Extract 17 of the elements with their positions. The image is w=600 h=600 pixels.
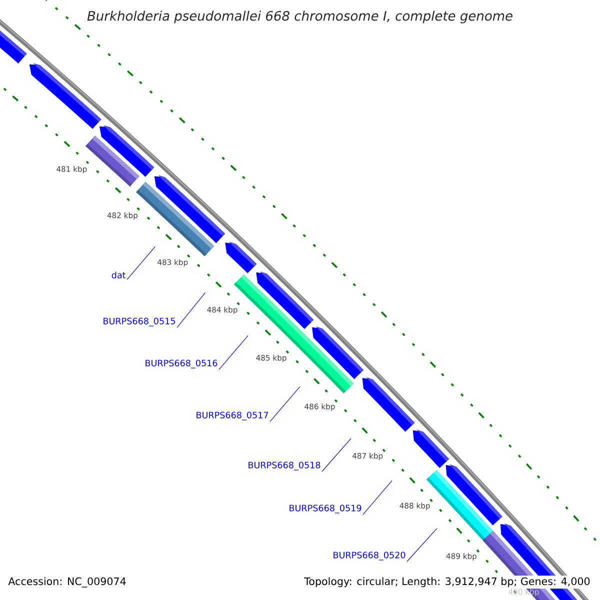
leader-line xyxy=(218,335,248,370)
leader-line xyxy=(406,528,438,562)
gene-label: BURPS668_0516 xyxy=(146,360,218,368)
accession-text: Accession: NC_009074 xyxy=(8,577,126,588)
gene-label: BURPS668_0515 xyxy=(104,318,176,326)
gene-label: dat xyxy=(112,272,126,278)
leader-line xyxy=(362,480,392,515)
gene-label: BURPS668_0520 xyxy=(334,552,406,560)
genome-info-text: Topology: circular; Length: 3,912,947 bp; Genes: 4,000 xyxy=(302,576,592,589)
gene-label: BURPS668_0519 xyxy=(290,504,362,514)
leader-line xyxy=(176,292,206,328)
leader-line xyxy=(270,386,300,422)
title: Burkholderia pseudomallei 668 chromosome I, complete genome xyxy=(87,10,512,24)
gene-label: BURPS668_0518 xyxy=(248,462,320,470)
leader-line xyxy=(322,438,352,472)
gene-label: BURPS668_0517 xyxy=(196,412,268,420)
leader-line xyxy=(126,246,156,280)
